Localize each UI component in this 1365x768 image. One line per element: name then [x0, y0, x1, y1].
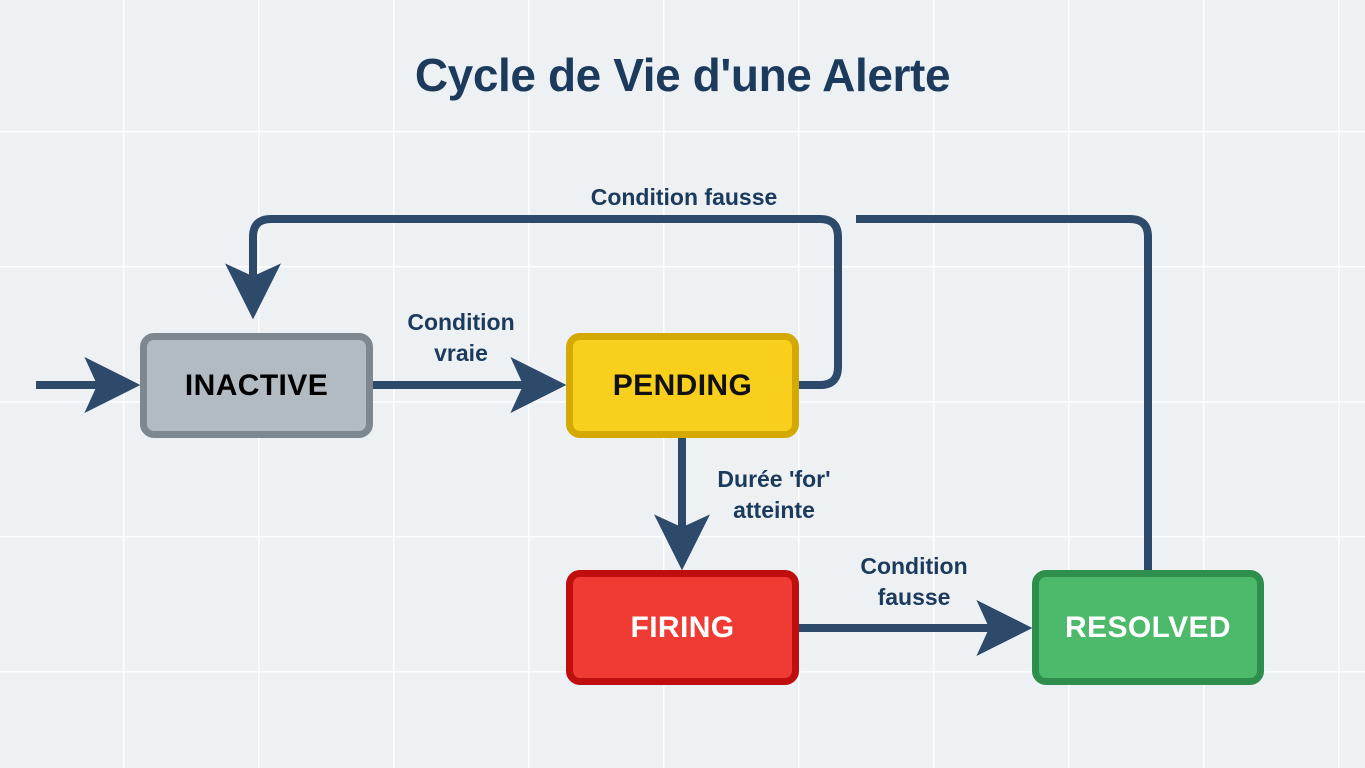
edge-label-condition-fausse-low: Condition fausse	[860, 553, 968, 610]
edge-label-condition-vraie: Condition vraie	[407, 309, 515, 366]
node-resolved-label: RESOLVED	[1064, 610, 1231, 644]
node-pending[interactable]: PENDING	[566, 333, 799, 438]
edge-label-duree-for-atteinte: Durée 'for' atteinte	[717, 466, 831, 523]
node-resolved[interactable]: RESOLVED	[1032, 570, 1264, 685]
edge-resolved-to-inactive	[856, 215, 1152, 570]
node-firing-label: FIRING	[630, 610, 735, 644]
page-title: Cycle de Vie d'une Alerte	[414, 49, 951, 101]
node-pending-label: PENDING	[612, 368, 753, 402]
node-firing[interactable]: FIRING	[566, 570, 799, 685]
node-inactive-label: INACTIVE	[184, 368, 329, 402]
edge-pending-to-inactive	[225, 215, 842, 389]
node-inactive[interactable]: INACTIVE	[140, 333, 373, 438]
edge-label-condition-fausse-top: Condition fausse	[590, 184, 778, 210]
